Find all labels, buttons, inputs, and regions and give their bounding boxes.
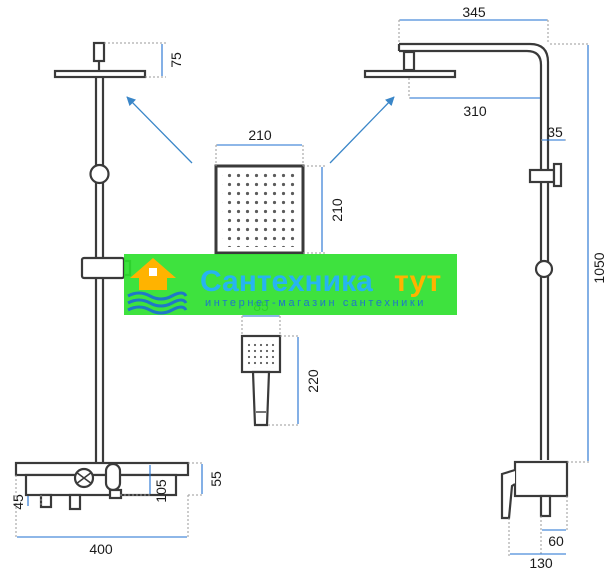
- house-logo-icon: [127, 258, 188, 315]
- left-head-connector: [92, 41, 106, 63]
- right-mixer-lever: [500, 468, 516, 520]
- watermark-title: Сантехника: [200, 265, 373, 298]
- dim-side-width: 130: [529, 555, 553, 570]
- dim-left-top-head: 75: [168, 52, 184, 68]
- right-outlet: [539, 494, 552, 518]
- dim-hand-height: 220: [305, 369, 321, 393]
- square-head-detail: [214, 164, 305, 255]
- dim-right-holder: 35: [547, 124, 563, 140]
- right-rod-knob: [534, 259, 554, 279]
- left-mixer-body: [24, 473, 178, 497]
- left-mixer-top: [14, 461, 190, 477]
- left-rain-head: [53, 69, 147, 79]
- left-mixer-lever: [104, 462, 122, 492]
- dim-spout-height: 105: [153, 479, 169, 503]
- right-shower-side-view: [363, 42, 569, 520]
- pointer-arrows: [126, 96, 395, 164]
- hand-shower-detail: [240, 334, 282, 427]
- watermark-banner: Сантехника тут интернет-магазин сантехни…: [124, 254, 457, 315]
- dim-side-depth: 60: [548, 533, 564, 549]
- dim-head-width: 210: [248, 127, 272, 143]
- watermark-subtitle: интернет-магазин сантехники: [205, 297, 426, 309]
- right-holder: [528, 168, 556, 184]
- dim-outlet-height: 45: [10, 494, 26, 510]
- watermark-accent: тут: [394, 265, 441, 298]
- right-head-connector: [402, 50, 416, 72]
- left-spout: [68, 493, 82, 511]
- right-mixer-body: [513, 460, 569, 498]
- left-outlet: [39, 493, 53, 509]
- dim-mixer-width: 400: [89, 541, 113, 557]
- dim-right-arm-top: 345: [462, 4, 486, 20]
- left-slider: [80, 256, 126, 280]
- right-rain-head: [363, 69, 457, 79]
- right-arm: [399, 42, 550, 460]
- left-rod-knob: [89, 163, 110, 185]
- dim-right-height: 1050: [591, 252, 607, 283]
- dim-right-arm-bottom: 310: [463, 103, 487, 119]
- dimension-solid-lines: [17, 19, 589, 555]
- dim-mixer-height: 55: [208, 471, 224, 487]
- dim-head-height: 210: [329, 198, 345, 222]
